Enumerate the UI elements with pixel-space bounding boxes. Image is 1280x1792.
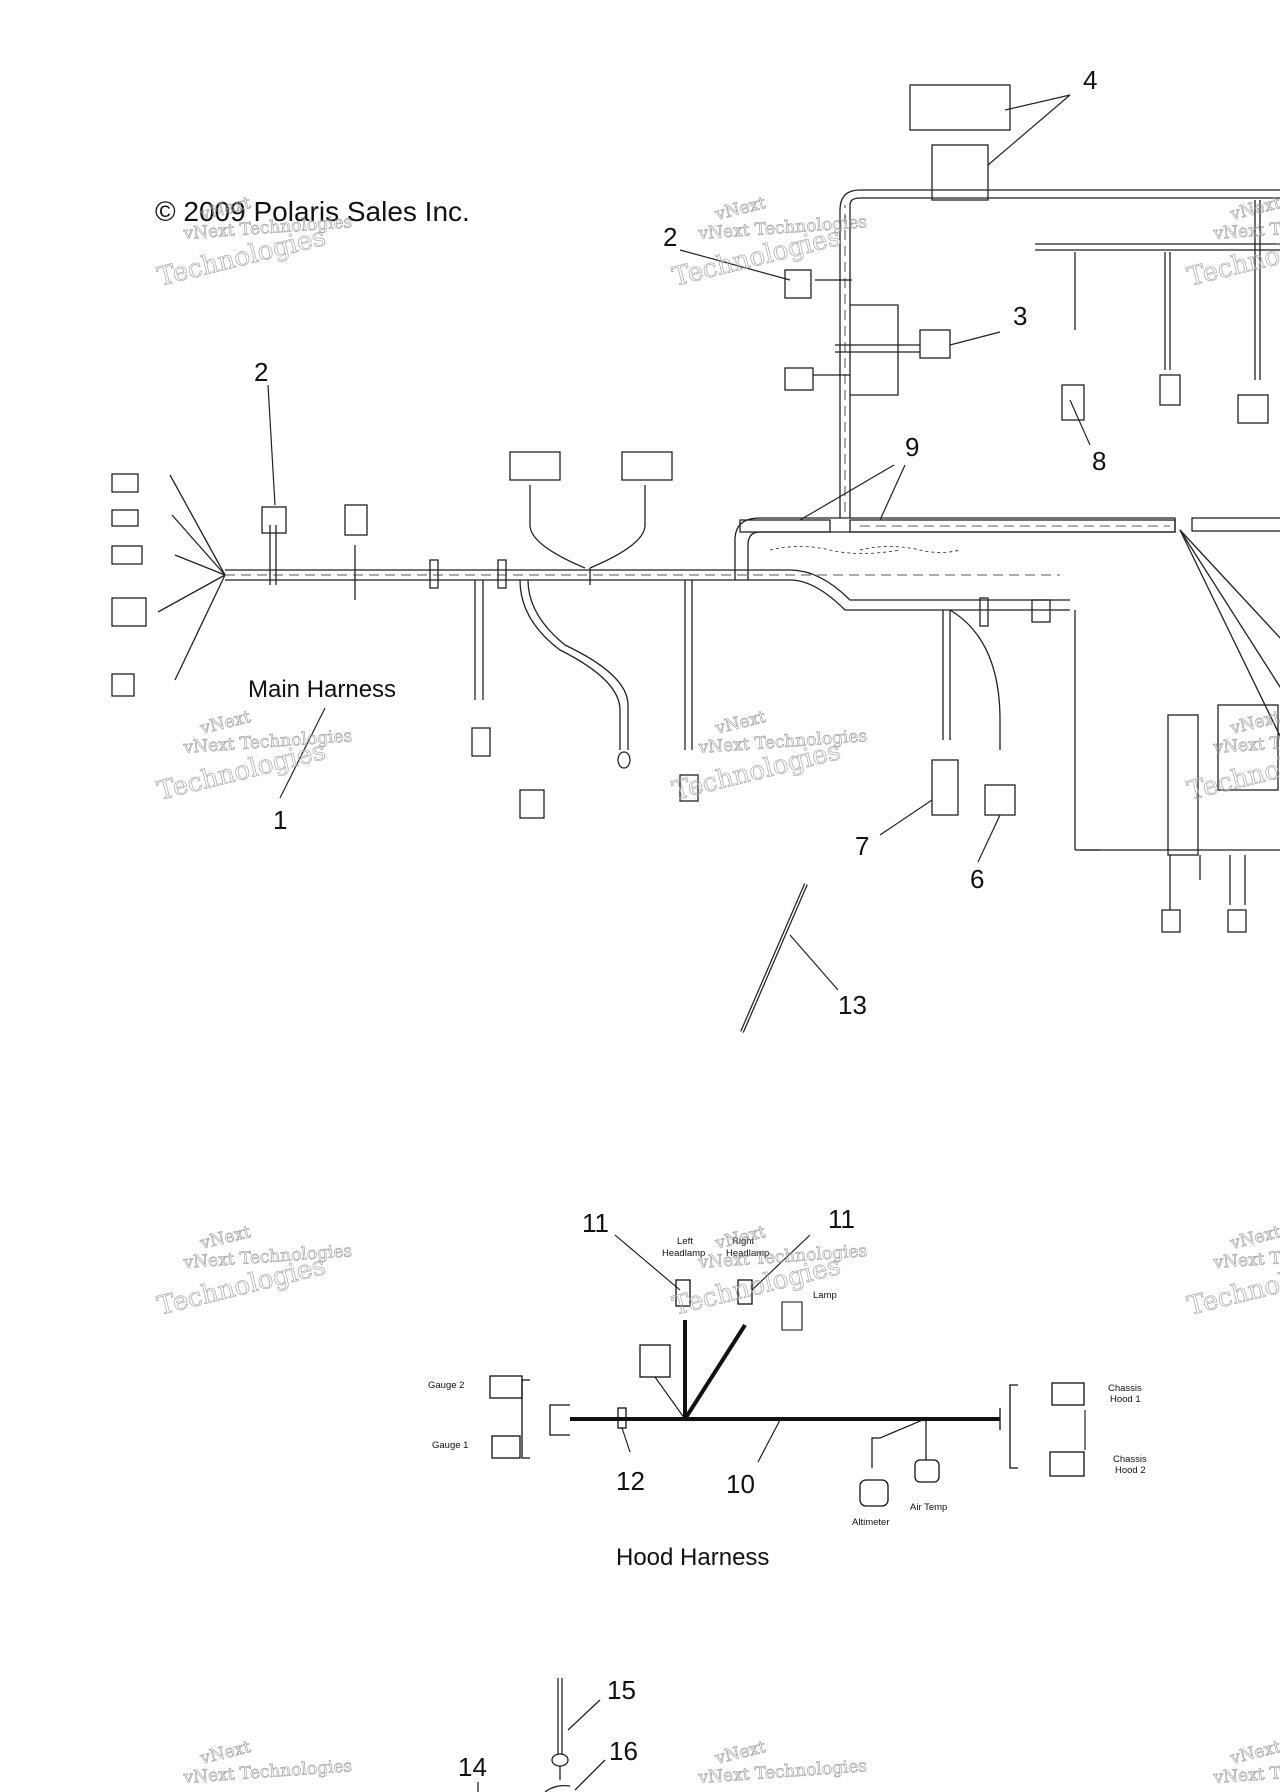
label-left-headlamp-2: Headlamp (662, 1248, 705, 1259)
callout-2-left: 2 (254, 357, 268, 387)
bottom-callouts: 15 16 14 (458, 1675, 638, 1782)
label-chassis-hood-2a: Chassis (1113, 1454, 1147, 1465)
label-lamp: Lamp (813, 1290, 837, 1301)
callout-11-left: 11 (582, 1208, 609, 1238)
hood-harness (489, 1234, 1086, 1507)
fastener-items (477, 1678, 606, 1792)
main-harness (111, 84, 1280, 933)
watermark-6: vNext vNext Technologies Technologies (1184, 707, 1280, 807)
watermark-11: vNext vNext Technologies (697, 1737, 868, 1789)
callout-6: 6 (970, 864, 984, 894)
zip-tie-item-13 (740, 883, 808, 1033)
callout-1: 1 (273, 805, 287, 835)
hood-harness-label: Hood Harness (616, 1544, 769, 1571)
watermark-7: vNext vNext Technologies Technologies (154, 1222, 353, 1322)
copyright-text: © 2009 Polaris Sales Inc. (155, 196, 470, 227)
callout-9: 9 (905, 432, 919, 462)
hood-harness-labels: 11 11 Left Headlamp Right Headlamp Lamp … (428, 1204, 1147, 1571)
callout-15: 15 (607, 1675, 636, 1705)
main-harness-label: Main Harness (248, 676, 396, 703)
watermark-4: vNext vNext Technologies Technologies (154, 707, 353, 807)
callout-8: 8 (1092, 446, 1106, 476)
main-callouts: 4 2 3 2 9 8 Main Harness 1 7 6 13 (248, 65, 1106, 1020)
label-air-temp: Air Temp (910, 1502, 947, 1513)
callout-16: 16 (609, 1736, 638, 1766)
watermark-8: vNext vNext Technologies Technologies (669, 1222, 868, 1322)
watermark-9: vNext vNext Technologies Technologies (1184, 1222, 1280, 1322)
callout-2-top: 2 (663, 222, 677, 252)
callout-leaders-main (267, 94, 1091, 991)
label-right-headlamp-1: Right (732, 1236, 755, 1247)
label-chassis-hood-2b: Hood 2 (1115, 1465, 1146, 1476)
callout-11-right: 11 (828, 1204, 855, 1234)
watermark-10: vNext vNext Technologies (182, 1737, 353, 1789)
watermark-2: vNext vNext Technologies Technologies (669, 193, 868, 293)
label-chassis-hood-1a: Chassis (1108, 1383, 1142, 1394)
callout-4: 4 (1083, 65, 1097, 95)
watermark-12: vNext vNext Technologies (1212, 1737, 1280, 1789)
callout-7: 7 (855, 831, 869, 861)
label-gauge-1: Gauge 1 (432, 1440, 468, 1451)
label-right-headlamp-2: Headlamp (726, 1248, 769, 1259)
watermark-3: vNext vNext Technologies Technologies (1184, 193, 1280, 293)
callout-10: 10 (726, 1469, 755, 1499)
callout-14: 14 (458, 1752, 487, 1782)
label-gauge-2: Gauge 2 (428, 1380, 464, 1391)
label-altimeter: Altimeter (852, 1517, 889, 1528)
callout-13: 13 (838, 990, 867, 1020)
label-left-headlamp-1: Left (677, 1236, 693, 1247)
callout-3: 3 (1013, 301, 1027, 331)
watermark-5: vNext vNext Technologies Technologies (669, 707, 868, 807)
callout-12: 12 (616, 1466, 645, 1496)
label-chassis-hood-1b: Hood 1 (1110, 1394, 1141, 1405)
